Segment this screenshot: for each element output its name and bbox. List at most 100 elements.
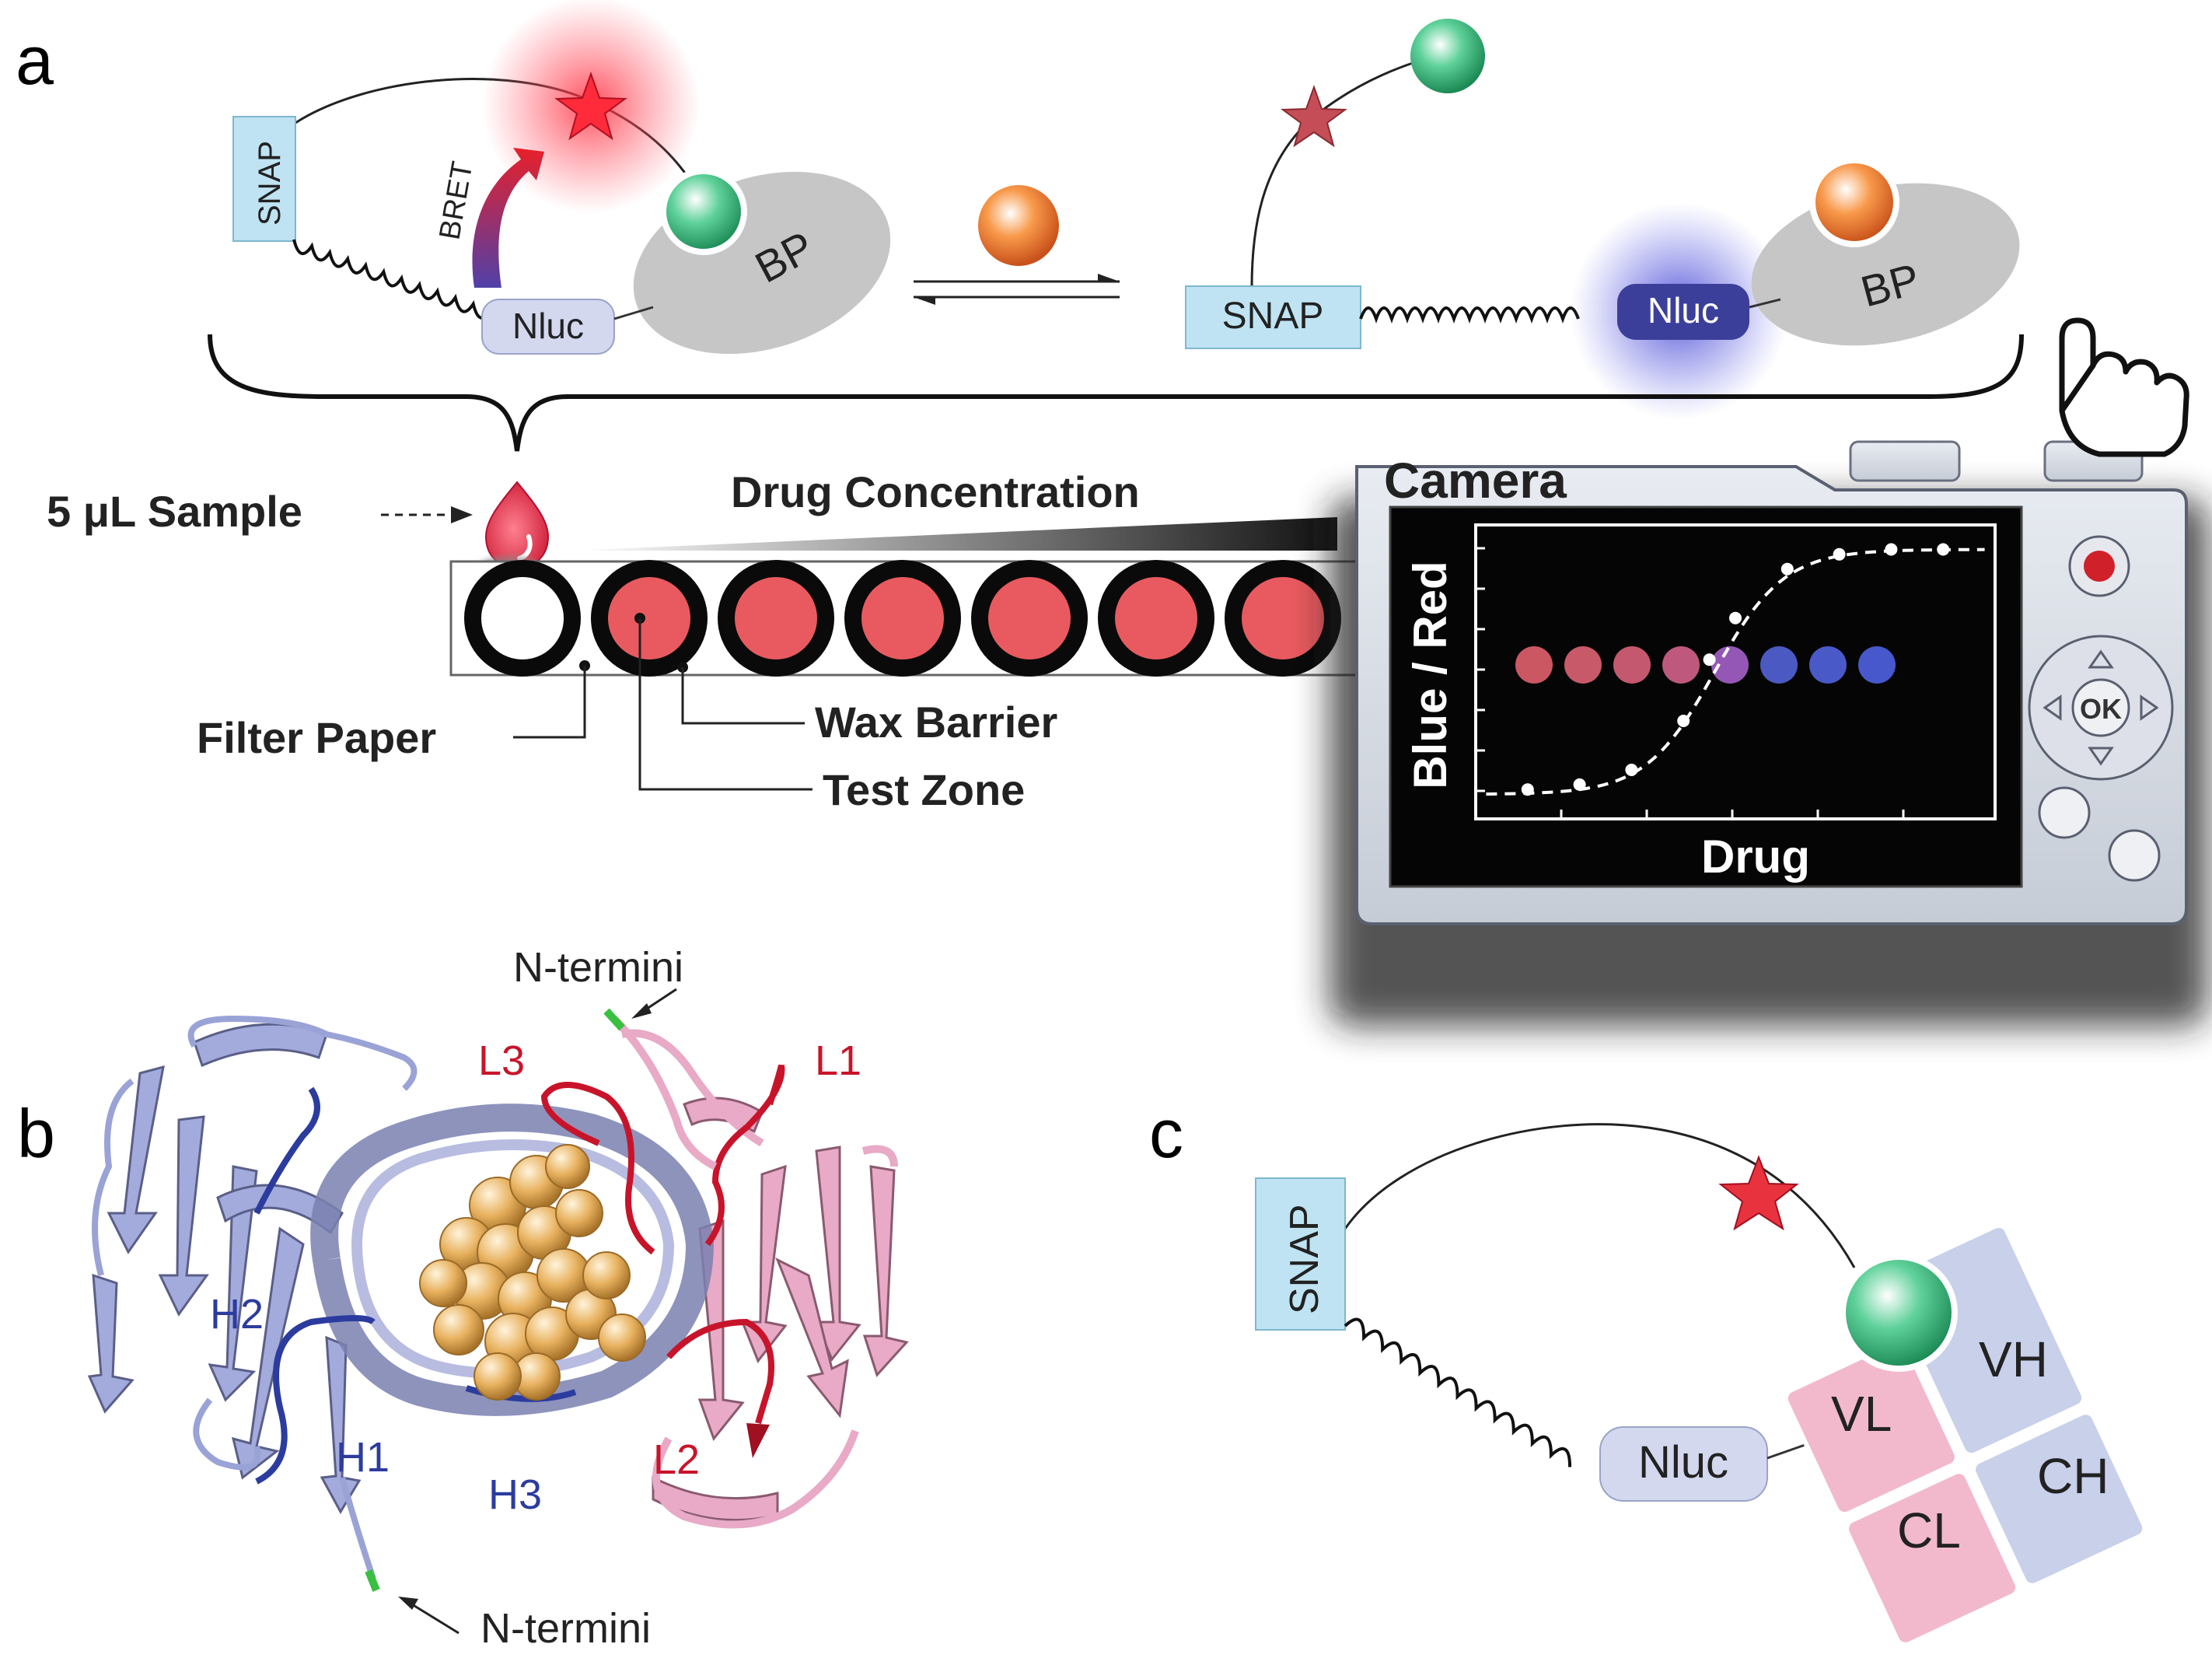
nluc-left-label: Nluc xyxy=(512,306,584,346)
dpad-right-icon xyxy=(2140,694,2159,721)
heavy-chain xyxy=(87,1023,362,1515)
screen-color-dot xyxy=(1662,646,1700,684)
ok-button xyxy=(2071,678,2130,737)
data-point xyxy=(1573,778,1586,791)
data-point xyxy=(1937,543,1950,556)
test-well xyxy=(1098,560,1214,677)
snap-c xyxy=(1255,1177,1346,1331)
strand-n-termini-top xyxy=(611,1016,718,1170)
bret-arrow xyxy=(472,148,544,288)
dpad-down-icon xyxy=(2088,747,2114,766)
wax-barrier-label: Wax Barrier xyxy=(815,698,1057,747)
loop-l3 xyxy=(540,1082,655,1255)
panel-label-a: a xyxy=(16,22,54,99)
heavy-loop-thin-4 xyxy=(339,1476,376,1580)
drug-orange-bound xyxy=(1809,157,1899,247)
ok-label: OK xyxy=(2080,693,2122,725)
l2-label: L2 xyxy=(653,1436,700,1483)
ligand-sphere xyxy=(598,1313,646,1362)
cl-domain xyxy=(1843,1469,2021,1647)
sample-label: 5 μL Sample xyxy=(47,487,302,536)
nluc-bp-link-right xyxy=(1749,298,1781,309)
test-well xyxy=(971,560,1088,677)
hand-palm xyxy=(2059,351,2189,457)
spring-c xyxy=(1344,1317,1572,1467)
data-point xyxy=(1625,764,1638,776)
dpad-up-icon xyxy=(2088,649,2114,669)
loop-l1 xyxy=(704,1065,785,1247)
camera-button-b xyxy=(2108,829,2161,882)
h2-label: H2 xyxy=(210,1291,264,1338)
camera-chart: Blue / Red Drug xyxy=(1404,523,1997,883)
fluorophore-star-right xyxy=(1281,85,1347,148)
drug-orange-free xyxy=(978,185,1059,266)
callout-line-filter xyxy=(513,666,586,739)
ch-label: CH xyxy=(2037,1448,2109,1504)
filter-paper-label: Filter Paper xyxy=(197,713,436,762)
n-termini-top-arrowhead xyxy=(631,1003,652,1019)
equilibrium xyxy=(914,185,1120,305)
data-point xyxy=(1703,653,1716,666)
sensor-closed: BP SNAP Nluc BRET xyxy=(232,0,891,355)
ligand-green-left xyxy=(660,168,747,255)
panel-label-c: c xyxy=(1149,1095,1183,1172)
cl-label: CL xyxy=(1897,1502,1961,1558)
l3-label: L3 xyxy=(478,1037,525,1084)
forward-arrowhead xyxy=(1098,274,1120,282)
screen-color-dot xyxy=(1711,646,1749,684)
ligand-sphere xyxy=(419,1259,467,1307)
y-axis-label: Blue / Red xyxy=(1404,561,1456,789)
data-points xyxy=(1521,543,1950,796)
panel-label-b: b xyxy=(17,1095,55,1172)
antibody-sensor: SNAP Nluc VL VH CL CH xyxy=(1255,1123,2147,1647)
vl-domain xyxy=(1783,1338,1959,1517)
brace xyxy=(208,334,2024,452)
reverse-arrowhead xyxy=(914,297,935,305)
nluc-left xyxy=(481,299,615,355)
sensor-open: SNAP Nluc BP xyxy=(1185,19,2020,420)
spring-right xyxy=(1359,306,1580,324)
heavy-loop-thin-2 xyxy=(92,1078,135,1276)
vh-label: VH xyxy=(1979,1331,2048,1387)
protein-structure: N-termini N-termini L1 L3 L2 H1 H2 H3 xyxy=(87,944,909,1652)
fluorophore-star-left xyxy=(554,72,627,141)
concentration-wedge xyxy=(575,517,1337,551)
test-well xyxy=(464,560,581,677)
drug-concentration-label: Drug Concentration xyxy=(731,467,1140,516)
data-point xyxy=(1833,547,1846,561)
n-termini-top-label: N-termini xyxy=(513,944,683,991)
test-zone-label: Test Zone xyxy=(823,765,1025,814)
test-well xyxy=(591,560,708,677)
sample-arrowhead xyxy=(451,506,473,523)
data-point xyxy=(1885,543,1898,556)
screen-color-dot xyxy=(1564,646,1602,684)
n-termini-bottom-arrowhead xyxy=(398,1597,418,1610)
n-terminus-bottom xyxy=(365,1569,380,1592)
ligand-green-right xyxy=(1410,19,1485,93)
snap-right-label: SNAP xyxy=(1222,296,1324,337)
antibody-domains xyxy=(1783,1223,2147,1647)
record-button xyxy=(2084,551,2115,582)
loop-l2-arrowhead xyxy=(746,1423,770,1458)
ch-domain xyxy=(1971,1410,2147,1588)
n-termini-bottom-label: N-termini xyxy=(480,1605,651,1652)
ligand-sphere xyxy=(474,1352,522,1401)
pointing-hand-icon xyxy=(2059,317,2189,457)
ligand-green-c xyxy=(1840,1254,1958,1372)
callout-line-wax xyxy=(681,667,805,725)
camera-button-a xyxy=(2038,786,2091,839)
ligand-sphere xyxy=(545,1144,590,1189)
h1-label: H1 xyxy=(336,1434,390,1481)
snap-right xyxy=(1185,285,1361,349)
light-loop-thin xyxy=(621,1029,764,1147)
drop-icon xyxy=(484,481,550,569)
nluc-c xyxy=(1599,1426,1768,1502)
ligand-spheres xyxy=(419,1144,646,1401)
heavy-loop-thin-3 xyxy=(193,1397,261,1471)
dpad-left-icon xyxy=(2043,694,2062,721)
linker-curve-right xyxy=(1250,61,1416,289)
nluc-right-label: Nluc xyxy=(1648,290,1719,331)
h3-label: H3 xyxy=(488,1471,542,1518)
central-ring-inner xyxy=(351,1139,675,1379)
